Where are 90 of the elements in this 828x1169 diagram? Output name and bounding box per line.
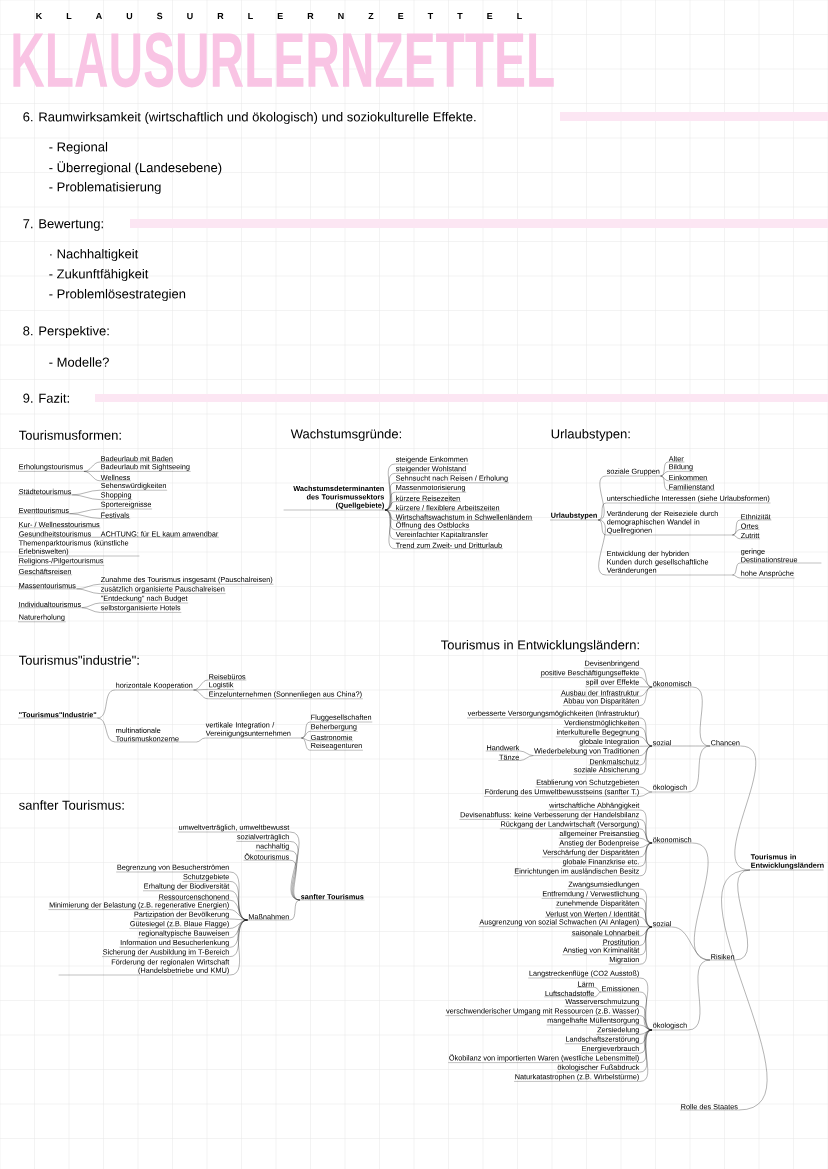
- branch-line: [639, 677, 653, 688]
- branch-line: [193, 689, 209, 691]
- branch-line: [660, 475, 669, 491]
- branch-line: [597, 519, 607, 576]
- handwritten-text: 7. Bewertung:: [23, 219, 103, 231]
- handwritten-text: Tourismus"industrie":: [19, 655, 139, 665]
- branch-line: [289, 899, 301, 921]
- branch-line: [687, 959, 711, 1031]
- handwritten-text: - Problemlösestrategien: [49, 288, 186, 302]
- branch-line: [594, 987, 601, 993]
- handwritten-text: Wachstumsgründe:: [290, 428, 401, 442]
- branch-line: [639, 745, 653, 766]
- branch-line: [639, 926, 653, 928]
- handwritten-text: 6. Raumwirksamkeit (wirtschaftlich und ökologisch) und soziokulturelle Effekte.: [23, 111, 476, 125]
- branch-line: [721, 869, 767, 1111]
- branch-line: [639, 686, 653, 706]
- handwritten-text: · Nachhaltigkeit: [50, 248, 139, 262]
- branch-line: [519, 750, 534, 756]
- branch-line: [193, 679, 209, 691]
- branch-line: [671, 926, 711, 961]
- branch-line: [76, 584, 101, 590]
- branch-line: [732, 534, 741, 539]
- spaced-letters: K L A U S U R L E R N Z E T T E L: [36, 12, 522, 20]
- branch-line: [229, 919, 248, 976]
- branch-line: [734, 745, 756, 871]
- branch-line: [639, 926, 653, 965]
- handwritten-text: 8. Perspektive:: [23, 325, 109, 339]
- branch-line: [72, 494, 101, 500]
- title: KLAUSURLERNZETTEL: [13, 32, 554, 88]
- branch-line: [639, 926, 653, 946]
- branch-line: [639, 828, 653, 844]
- branch-line: [639, 838, 653, 844]
- branch-line: [91, 537, 101, 538]
- branch-line: [639, 842, 653, 876]
- branch-line: [69, 513, 101, 519]
- branch-line: [597, 475, 607, 521]
- branch-line: [639, 736, 653, 747]
- branch-line: [229, 919, 248, 948]
- branch-line: [594, 991, 601, 997]
- handwritten-text: Tourismusformen:: [19, 430, 121, 440]
- branch-line: [639, 917, 653, 928]
- branch-line: [639, 1029, 653, 1044]
- branch-line: [83, 461, 101, 472]
- branch-line: [660, 471, 669, 477]
- branch-line: [384, 501, 396, 511]
- branch-line: [301, 737, 311, 751]
- branch-line: [301, 731, 311, 739]
- handwritten-text: - Regional: [49, 141, 108, 155]
- branch-line: [660, 461, 669, 477]
- branch-line: [229, 909, 248, 921]
- branch-line: [687, 745, 711, 793]
- branch-line: [735, 869, 751, 961]
- branch-line: [732, 574, 741, 579]
- branch-line: [83, 471, 101, 481]
- branch-line: [671, 745, 711, 747]
- branch-line: [597, 502, 607, 521]
- branch-line: [732, 529, 741, 536]
- branch-line: [196, 737, 206, 743]
- handwritten-text: - Überregional (Landesebene): [49, 161, 222, 175]
- branch-line: [639, 842, 653, 858]
- branch-line: [519, 755, 534, 761]
- branch-line: [97, 717, 116, 743]
- handwritten-text: - Zukunftfähigkeit: [49, 268, 149, 282]
- branch-line: [97, 689, 116, 719]
- branch-line: [289, 860, 301, 901]
- branch-line: [384, 509, 396, 549]
- handwritten-text: Tourismus in Entwicklungsländern:: [441, 639, 639, 653]
- branch-line: [639, 786, 653, 793]
- branch-line: [692, 842, 711, 961]
- branch-line: [639, 745, 653, 747]
- branch-line: [639, 686, 653, 688]
- branch-line: [597, 519, 607, 536]
- handwritten-text: Urlaubstypen:: [551, 428, 630, 442]
- branch-line: [81, 607, 101, 613]
- branch-line: [639, 1024, 653, 1031]
- branch-line: [384, 509, 396, 530]
- handwritten-text: sanfter Tourismus:: [19, 800, 124, 810]
- branch-line: [301, 737, 311, 741]
- branch-line: [732, 562, 741, 576]
- handwritten-text: - Modelle?: [49, 357, 109, 367]
- handwritten-text: 9. Fazit:: [23, 393, 69, 403]
- branch-line: [76, 588, 101, 594]
- branch-line: [639, 1015, 653, 1031]
- handwritten-text: - Problematisierung: [49, 181, 161, 195]
- branch-line: [639, 745, 653, 775]
- branch-line: [639, 1029, 653, 1082]
- branch-line: [384, 509, 396, 512]
- branch-line: [229, 918, 248, 921]
- branch-line: [193, 689, 209, 699]
- branch-line: [639, 791, 653, 797]
